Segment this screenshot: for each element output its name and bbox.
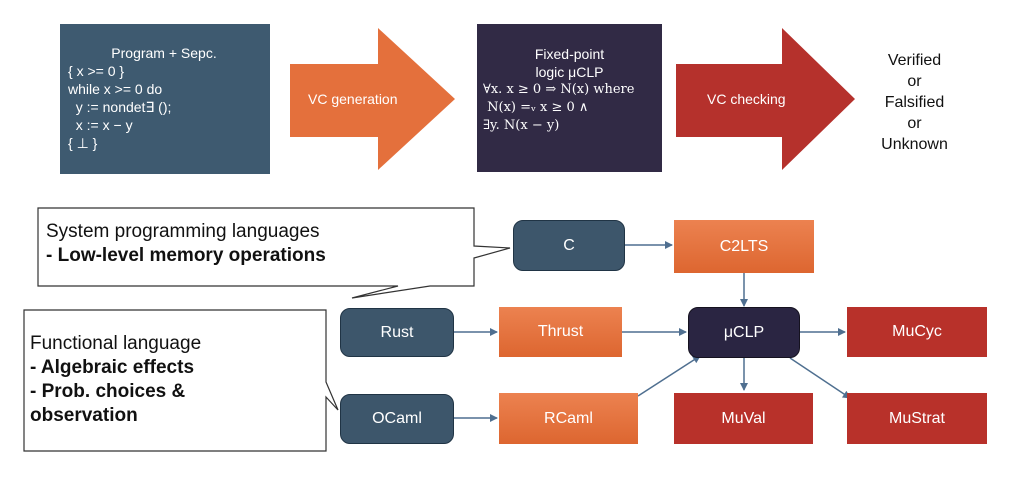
spec-line: while x >= 0 do: [68, 81, 163, 97]
logic-formula-line: N(x) =ᵥ x ≥ 0 ∧: [483, 100, 589, 115]
callout-system-title: System programming languages: [46, 221, 320, 242]
node-rcaml[interactable]: RCaml: [499, 393, 638, 444]
node-c[interactable]: C: [513, 220, 625, 271]
node-thrust[interactable]: Thrust: [499, 307, 622, 357]
callout-system-point: - Low-level memory operations: [46, 245, 326, 266]
spec-line: { x >= 0 }: [68, 63, 125, 79]
node-c2lts[interactable]: C2LTS: [674, 220, 814, 273]
vc-generation-label: VC generation: [308, 91, 398, 107]
spec-line: y := nondet∃ ();: [68, 99, 172, 115]
node-muval[interactable]: MuVal: [674, 393, 813, 444]
callout-system-text: System programming languages - Low-level…: [46, 220, 326, 268]
edge-muclp-mustrat: [789, 357, 851, 399]
program-spec-box: Program + Sepc. { x >= 0 } while x >= 0 …: [60, 24, 270, 174]
callout-functional-shape: [23, 309, 339, 452]
edge-rcaml-muclp: [637, 355, 701, 397]
logic-subtitle: logic μCLP: [535, 64, 604, 80]
callout-functional-title: Functional language: [30, 333, 202, 354]
result-or: or: [907, 115, 922, 132]
logic-title: Fixed-point: [534, 46, 605, 62]
callout-functional-point: observation: [30, 405, 138, 426]
spec-line: { ⊥ }: [68, 135, 98, 151]
result-verified: Verified: [887, 52, 942, 69]
node-muclp[interactable]: μCLP: [688, 307, 800, 358]
logic-formula-line: ∀x. x ≥ 0 ⇒ N(x) where: [483, 82, 635, 97]
node-rust[interactable]: Rust: [340, 308, 454, 357]
node-ocaml[interactable]: OCaml: [340, 394, 454, 444]
logic-formula-line: ∃y. N(x − y): [483, 118, 560, 133]
result-or: or: [907, 73, 922, 90]
result-falsified: Falsified: [884, 94, 945, 111]
vc-checking-label: VC checking: [707, 91, 786, 107]
callout-system-shape: [37, 207, 511, 299]
spec-line: x := x − y: [68, 117, 133, 133]
verification-results: Verified or Falsified or Unknown: [862, 50, 967, 155]
spec-title: Program + Sepc.: [111, 45, 217, 61]
callout-functional-point: - Prob. choices &: [30, 381, 186, 402]
vc-generation-arrow: [290, 28, 455, 170]
result-unknown: Unknown: [881, 136, 948, 153]
vc-checking-arrow: [676, 28, 855, 170]
callout-functional-point: - Algebraic effects: [30, 357, 195, 378]
node-mustrat[interactable]: MuStrat: [847, 393, 987, 444]
callout-functional-text: Functional language - Algebraic effects …: [30, 332, 201, 428]
node-mucyc[interactable]: MuCyc: [847, 307, 987, 357]
fixed-point-logic-box: Fixed-point logic μCLP ∀x. x ≥ 0 ⇒ N(x) …: [477, 24, 662, 172]
